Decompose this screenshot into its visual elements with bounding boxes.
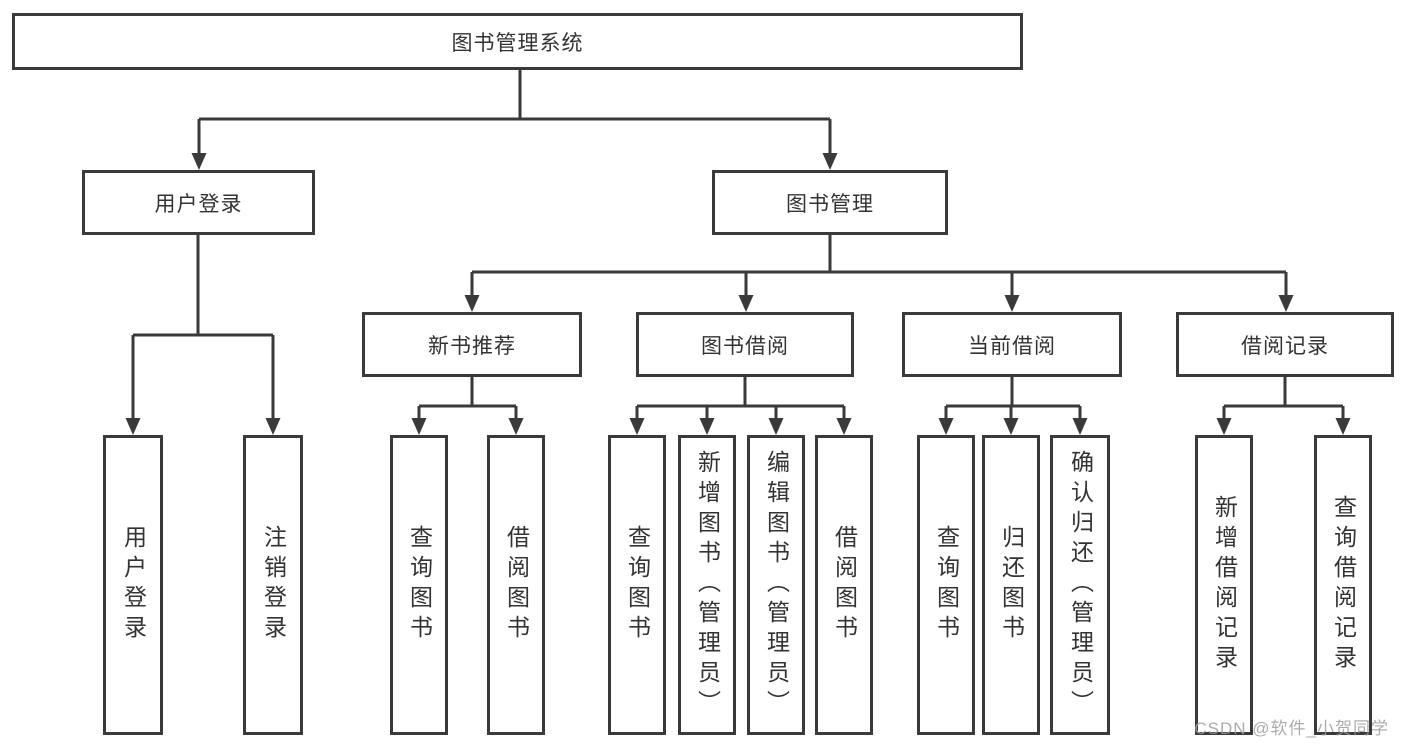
node-label: 新增借阅记录 xyxy=(1211,495,1238,675)
node-label: 确认归还（管理员） xyxy=(1067,450,1094,720)
node-label: 查询借阅记录 xyxy=(1330,495,1357,675)
node-label: 用户登录 xyxy=(154,192,243,216)
leaf-confirm-return-admin: 确认归还（管理员） xyxy=(1050,435,1110,735)
leaf-user-login: 用户登录 xyxy=(103,435,163,735)
node-user-login: 用户登录 xyxy=(82,170,315,235)
leaf-borrow-books-recommend: 借阅图书 xyxy=(487,435,545,735)
node-label: 借阅图书 xyxy=(503,525,530,645)
node-current-borrowing: 当前借阅 xyxy=(902,312,1122,377)
node-label: 编辑图书（管理员） xyxy=(763,450,790,720)
node-label: 查询图书 xyxy=(933,525,960,645)
node-label: 新增图书（管理员） xyxy=(694,450,721,720)
node-book-management: 图书管理 xyxy=(712,170,948,235)
node-label: 用户登录 xyxy=(120,525,147,645)
leaf-edit-books-admin: 编辑图书（管理员） xyxy=(747,435,805,735)
leaf-add-borrow-record: 新增借阅记录 xyxy=(1195,435,1253,735)
node-label: 当前借阅 xyxy=(968,334,1056,358)
node-borrowing-records: 借阅记录 xyxy=(1176,312,1394,377)
node-label: 新书推荐 xyxy=(428,334,516,358)
node-label: 图书管理 xyxy=(786,192,874,216)
leaf-add-books-admin: 新增图书（管理员） xyxy=(678,435,736,735)
node-label: 借阅图书 xyxy=(831,525,858,645)
leaf-query-borrow-record: 查询借阅记录 xyxy=(1314,435,1372,735)
node-label: 借阅记录 xyxy=(1241,334,1329,358)
leaf-query-books-current: 查询图书 xyxy=(917,435,975,735)
leaf-return-books: 归还图书 xyxy=(982,435,1040,735)
node-new-book-recommendation: 新书推荐 xyxy=(362,312,582,377)
watermark-csdn: CSDN @软件_小贺同学 xyxy=(1194,719,1389,738)
leaf-borrow-books: 借阅图书 xyxy=(815,435,873,735)
node-label: 图书借阅 xyxy=(701,334,789,358)
node-label: 图书管理系统 xyxy=(451,31,584,55)
leaf-query-books-recommend: 查询图书 xyxy=(390,435,448,735)
leaf-query-books-borrowing: 查询图书 xyxy=(608,435,666,735)
node-library-management-system: 图书管理系统 xyxy=(12,13,1023,70)
node-label: 查询图书 xyxy=(624,525,651,645)
node-label: 查询图书 xyxy=(406,525,433,645)
node-label: 注销登录 xyxy=(260,525,287,645)
node-label: 归还图书 xyxy=(998,525,1025,645)
leaf-logout: 注销登录 xyxy=(243,435,303,735)
node-book-borrowing: 图书借阅 xyxy=(636,312,854,377)
